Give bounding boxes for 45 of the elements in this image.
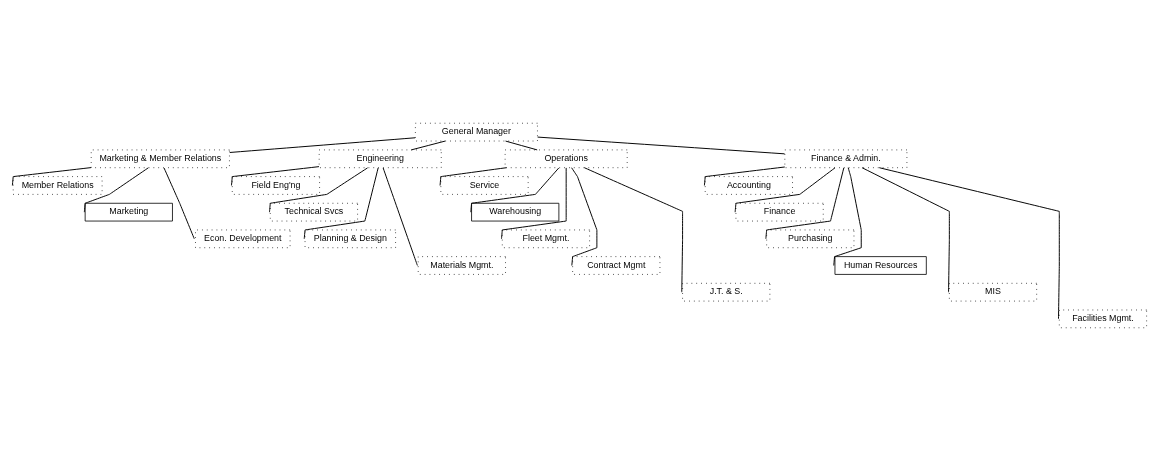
connector — [382, 167, 418, 266]
node-box: Marketing — [84, 202, 173, 222]
connector — [11, 167, 92, 186]
connector — [269, 167, 369, 213]
node-box: Fleet Mgmt. — [501, 229, 590, 249]
connector — [537, 136, 786, 155]
node-box: Finance — [735, 202, 824, 222]
node-box: J.T. & S. — [682, 282, 771, 302]
connector — [505, 140, 538, 151]
node-box: Purchasing — [766, 229, 855, 249]
connector — [765, 167, 845, 240]
node-box: Engineering — [318, 149, 442, 169]
connector — [501, 167, 567, 240]
connector — [439, 167, 507, 186]
node-box: Marketing & Member Relations — [90, 149, 230, 169]
connector — [833, 167, 862, 266]
node-box: Service — [440, 176, 529, 195]
node-box: Contract Mgmt — [572, 256, 661, 275]
node-box: Accounting — [704, 176, 793, 195]
connector — [303, 167, 379, 240]
connector — [861, 167, 950, 293]
node-box: MIS — [948, 282, 1038, 302]
connector — [734, 167, 836, 213]
connector — [83, 167, 149, 213]
node-box: General Manager — [415, 122, 538, 142]
connector — [470, 167, 560, 213]
connector — [878, 167, 1060, 320]
connector — [703, 166, 786, 186]
connector — [571, 167, 598, 266]
connector — [231, 166, 320, 186]
node-box: Warehousing — [471, 202, 560, 222]
node-box: Member Relations — [12, 176, 103, 195]
node-box: Technical Svcs — [269, 202, 358, 222]
node-box: Finance & Admin. — [784, 149, 908, 169]
node-box: Materials Mgmt. — [417, 256, 506, 275]
connector — [410, 140, 446, 151]
connector — [229, 137, 416, 153]
node-box: Operations — [504, 149, 628, 169]
node-box: Field Eng'ng — [231, 176, 320, 195]
node-box: Econ. Development — [195, 229, 291, 249]
node-box: Planning & Design — [304, 229, 396, 249]
node-box: Human Resources — [834, 256, 927, 275]
node-box: Facilities Mgmt. — [1058, 309, 1147, 329]
connector — [583, 167, 684, 293]
connector — [163, 167, 195, 240]
